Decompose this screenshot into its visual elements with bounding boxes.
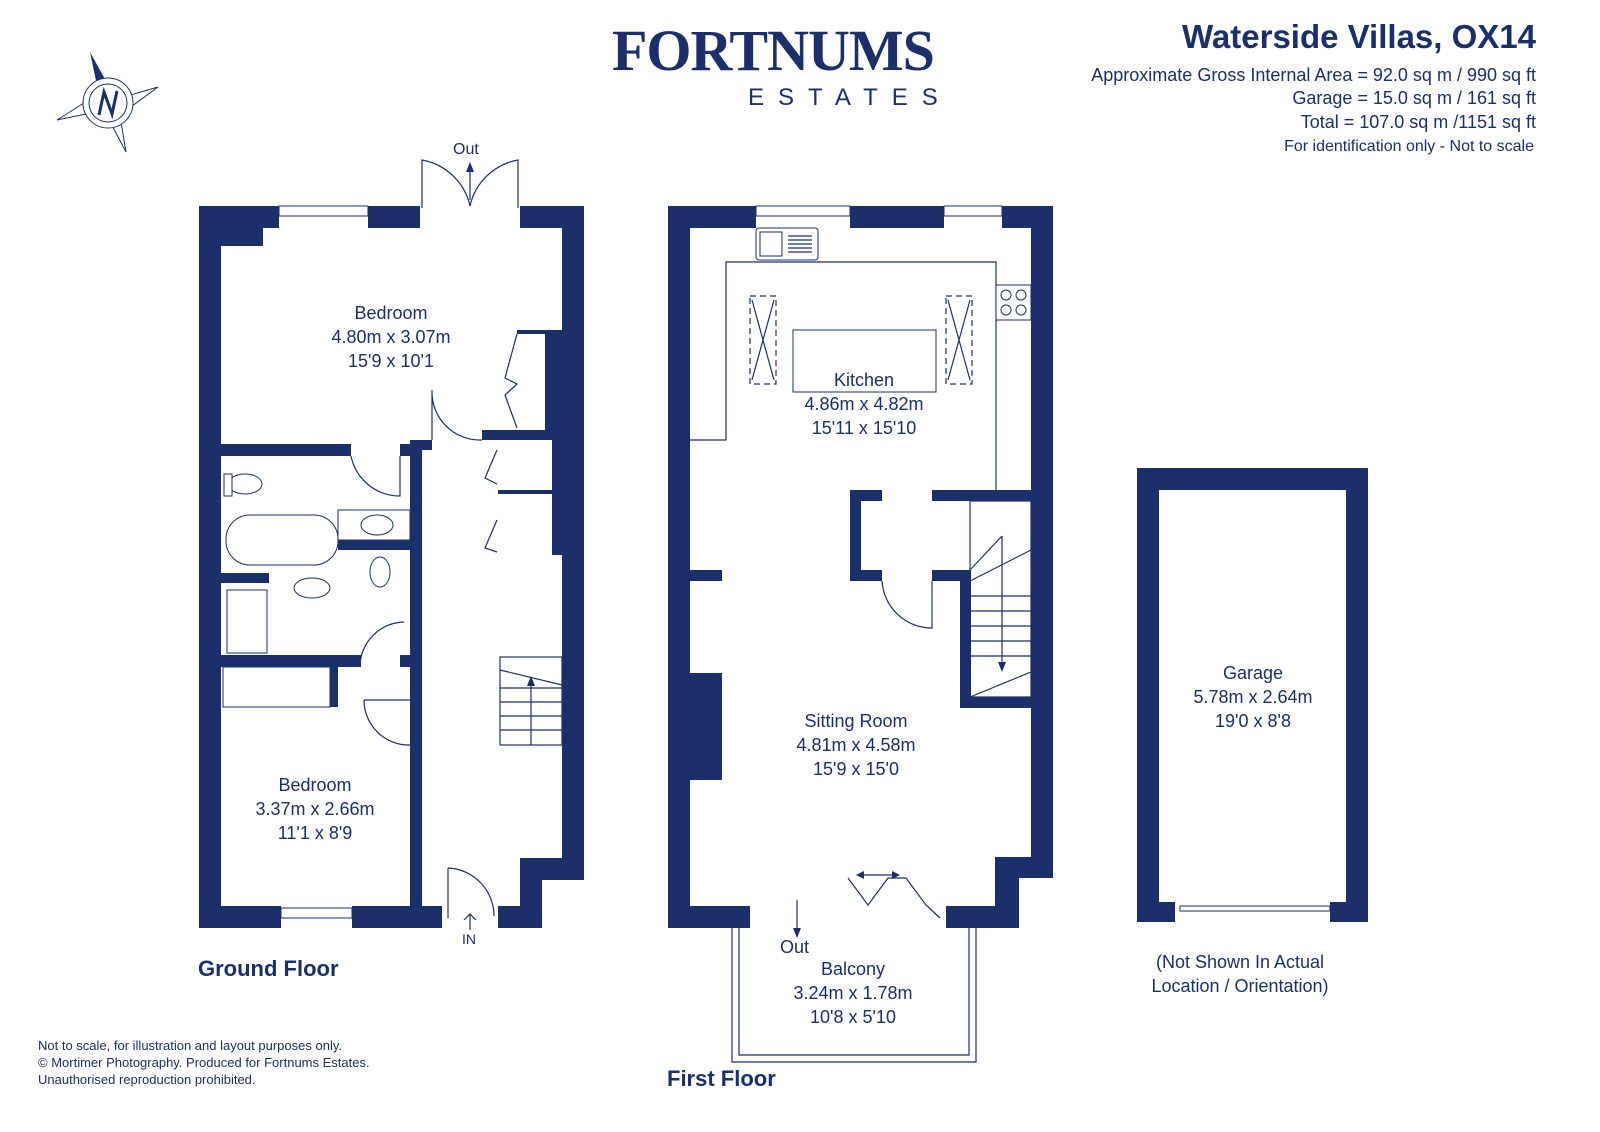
- room-name: Balcony: [820, 959, 886, 979]
- note-line-1: (Not Shown In Actual: [1155, 952, 1325, 972]
- identification-disclaimer: For identification only - Not to scale: [1284, 138, 1534, 155]
- room-name: Sitting Room: [804, 711, 908, 731]
- gross-area: Approximate Gross Internal Area = 92.0 s…: [1091, 65, 1536, 85]
- copyright-footer: Not to scale, for illustration and layou…: [38, 1037, 370, 1088]
- room-bedroom-1: Bedroom 4.80m x 3.07m 15'9 x 10'1: [331, 301, 450, 373]
- room-name: Bedroom: [354, 303, 428, 323]
- property-title: Waterside Villas, OX14: [1181, 18, 1536, 55]
- room-sitting-room: Sitting Room 4.81m x 4.58m 15'9 x 15'0: [796, 709, 915, 781]
- total-area: Total = 107.0 sq m /1151 sq ft: [1300, 112, 1536, 132]
- ground-floor-plan: [199, 159, 584, 930]
- garage-area: Garage = 15.0 sq m / 161 sq ft: [1292, 88, 1536, 108]
- room-imperial: 15'9 x 15'0: [813, 759, 899, 779]
- out-door-icon: [421, 159, 519, 208]
- first-floor-label: First Floor: [667, 1066, 776, 1091]
- brand-logo: FORTNUMS: [612, 18, 935, 83]
- garage-location-note: (Not Shown In Actual Location / Orientat…: [1110, 950, 1370, 998]
- room-metric: 5.78m x 2.64m: [1193, 687, 1313, 707]
- room-imperial: 10'8 x 5'10: [810, 1007, 896, 1027]
- north-compass-icon: [56, 52, 159, 153]
- footer-line-2: © Mortimer Photography. Produced for For…: [38, 1055, 370, 1070]
- footer-line-3: Unauthorised reproduction prohibited.: [38, 1072, 256, 1087]
- footer-line-1: Not to scale, for illustration and layou…: [38, 1038, 342, 1053]
- note-line-2: Location / Orientation): [1151, 976, 1329, 996]
- ground-floor-label: Ground Floor: [198, 956, 339, 981]
- room-name: Kitchen: [833, 370, 895, 390]
- entrance-in-label: IN: [462, 931, 476, 947]
- room-metric: 3.37m x 2.66m: [255, 799, 375, 819]
- room-metric: 4.86m x 4.82m: [804, 394, 924, 414]
- room-kitchen: Kitchen 4.86m x 4.82m 15'11 x 15'10: [804, 368, 923, 440]
- room-metric: 3.24m x 1.78m: [793, 983, 913, 1003]
- room-imperial: 15'9 x 10'1: [348, 351, 434, 371]
- rear-out-label: Out: [453, 141, 479, 158]
- garage-plan: [1137, 468, 1368, 922]
- room-imperial: 11'1 x 8'9: [277, 823, 353, 843]
- room-metric: 4.81m x 4.58m: [796, 735, 916, 755]
- room-bedroom-2: Bedroom 3.37m x 2.66m 11'1 x 8'9: [255, 773, 374, 845]
- balcony-out-label: Out: [780, 937, 810, 957]
- brand-subtitle: ESTATES: [748, 84, 952, 111]
- room-name: Bedroom: [278, 775, 352, 795]
- room-imperial: 19'0 x 8'8: [1215, 711, 1291, 731]
- room-metric: 4.80m x 3.07m: [331, 327, 451, 347]
- room-balcony: Balcony 3.24m x 1.78m 10'8 x 5'10: [793, 957, 912, 1029]
- room-garage: Garage 5.78m x 2.64m 19'0 x 8'8: [1193, 661, 1312, 733]
- first-floor-plan: [668, 205, 1053, 1063]
- room-imperial: 15'11 x 15'10: [811, 418, 917, 438]
- room-name: Garage: [1222, 663, 1284, 683]
